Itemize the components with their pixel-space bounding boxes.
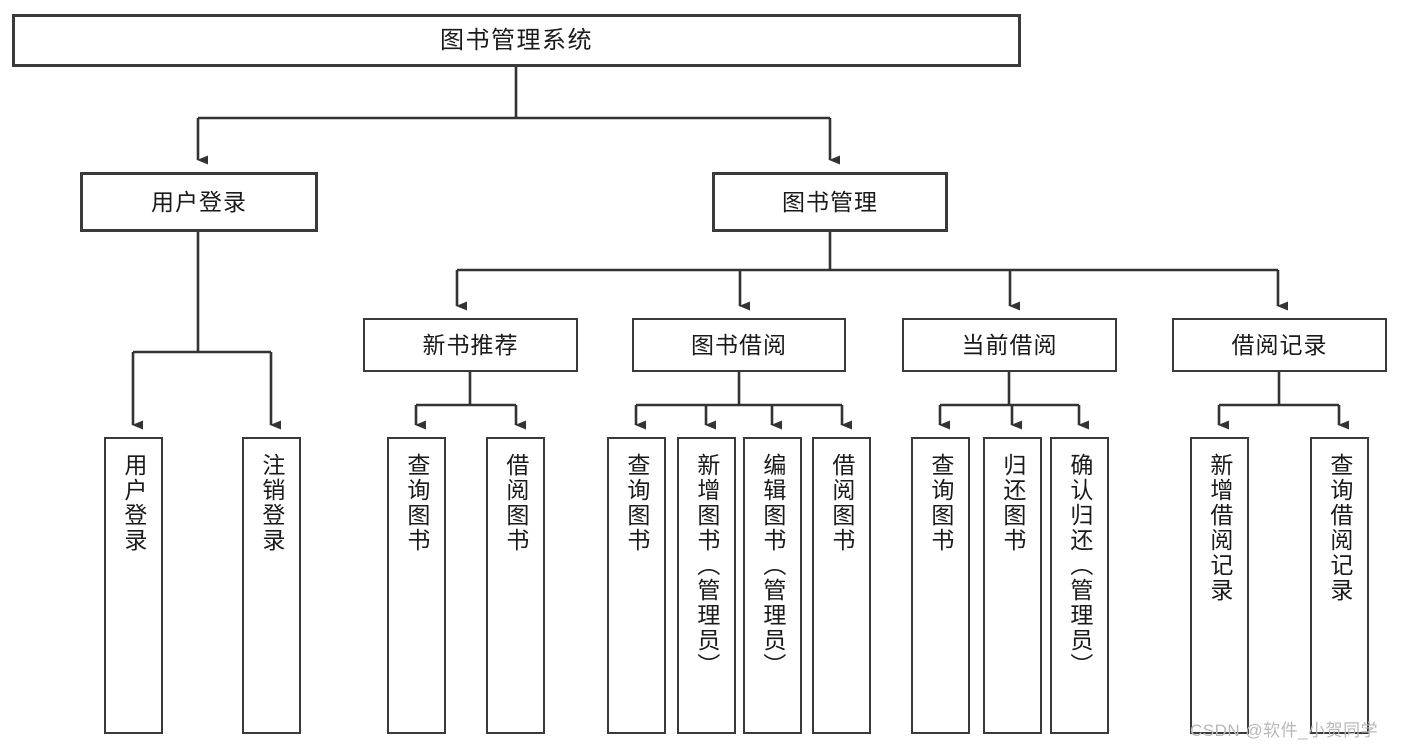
leaf-query-book-recommend-label: 查询图书 bbox=[403, 453, 430, 553]
leaf-add-book-admin[interactable]: 新增图书（管理员） bbox=[677, 437, 736, 734]
leaf-query-borrow-record-label: 查询借阅记录 bbox=[1326, 453, 1353, 603]
node-book-management[interactable]: 图书管理 bbox=[712, 172, 948, 232]
leaf-add-borrow-record-label: 新增借阅记录 bbox=[1206, 453, 1233, 603]
leaf-logout-label: 注销登录 bbox=[258, 453, 285, 553]
leaf-borrow-book-label: 借阅图书 bbox=[828, 453, 855, 553]
leaf-query-book-borrow-label: 查询图书 bbox=[623, 453, 650, 553]
node-user-login-label: 用户登录 bbox=[151, 188, 247, 215]
node-new-book-recommend[interactable]: 新书推荐 bbox=[363, 318, 578, 372]
leaf-borrow-book[interactable]: 借阅图书 bbox=[812, 437, 871, 734]
leaf-borrow-book-recommend[interactable]: 借阅图书 bbox=[486, 437, 545, 734]
node-current-borrow[interactable]: 当前借阅 bbox=[902, 318, 1117, 372]
node-root[interactable]: 图书管理系统 bbox=[12, 14, 1021, 67]
leaf-confirm-return-admin[interactable]: 确认归还（管理员） bbox=[1050, 437, 1109, 734]
leaf-logout[interactable]: 注销登录 bbox=[242, 437, 301, 734]
leaf-user-login[interactable]: 用户登录 bbox=[104, 437, 163, 734]
leaf-edit-book-admin-label: 编辑图书（管理员） bbox=[759, 453, 786, 678]
leaf-return-book-label: 归还图书 bbox=[999, 453, 1026, 553]
leaf-query-book-recommend[interactable]: 查询图书 bbox=[387, 437, 446, 734]
node-new-book-recommend-label: 新书推荐 bbox=[422, 331, 519, 358]
leaf-return-book[interactable]: 归还图书 bbox=[983, 437, 1042, 734]
leaf-query-book-current-label: 查询图书 bbox=[927, 453, 954, 553]
leaf-add-book-admin-label: 新增图书（管理员） bbox=[693, 453, 720, 678]
node-book-borrow-label: 图书借阅 bbox=[691, 331, 787, 358]
leaf-add-borrow-record[interactable]: 新增借阅记录 bbox=[1190, 437, 1249, 734]
leaf-query-book-current[interactable]: 查询图书 bbox=[911, 437, 970, 734]
node-root-label: 图书管理系统 bbox=[440, 26, 593, 54]
node-book-management-label: 图书管理 bbox=[782, 188, 878, 215]
node-borrow-record[interactable]: 借阅记录 bbox=[1172, 318, 1387, 372]
leaf-edit-book-admin[interactable]: 编辑图书（管理员） bbox=[743, 437, 802, 734]
node-user-login[interactable]: 用户登录 bbox=[80, 172, 318, 232]
leaf-query-borrow-record[interactable]: 查询借阅记录 bbox=[1310, 437, 1369, 734]
leaf-query-book-borrow[interactable]: 查询图书 bbox=[607, 437, 666, 734]
node-current-borrow-label: 当前借阅 bbox=[961, 331, 1058, 358]
watermark: CSDN @软件_小贺同学 bbox=[1190, 721, 1379, 740]
node-borrow-record-label: 借阅记录 bbox=[1231, 331, 1328, 358]
leaf-user-login-label: 用户登录 bbox=[120, 453, 147, 553]
node-book-borrow[interactable]: 图书借阅 bbox=[632, 318, 846, 372]
leaf-borrow-book-recommend-label: 借阅图书 bbox=[502, 453, 529, 553]
leaf-confirm-return-admin-label: 确认归还（管理员） bbox=[1066, 453, 1093, 678]
